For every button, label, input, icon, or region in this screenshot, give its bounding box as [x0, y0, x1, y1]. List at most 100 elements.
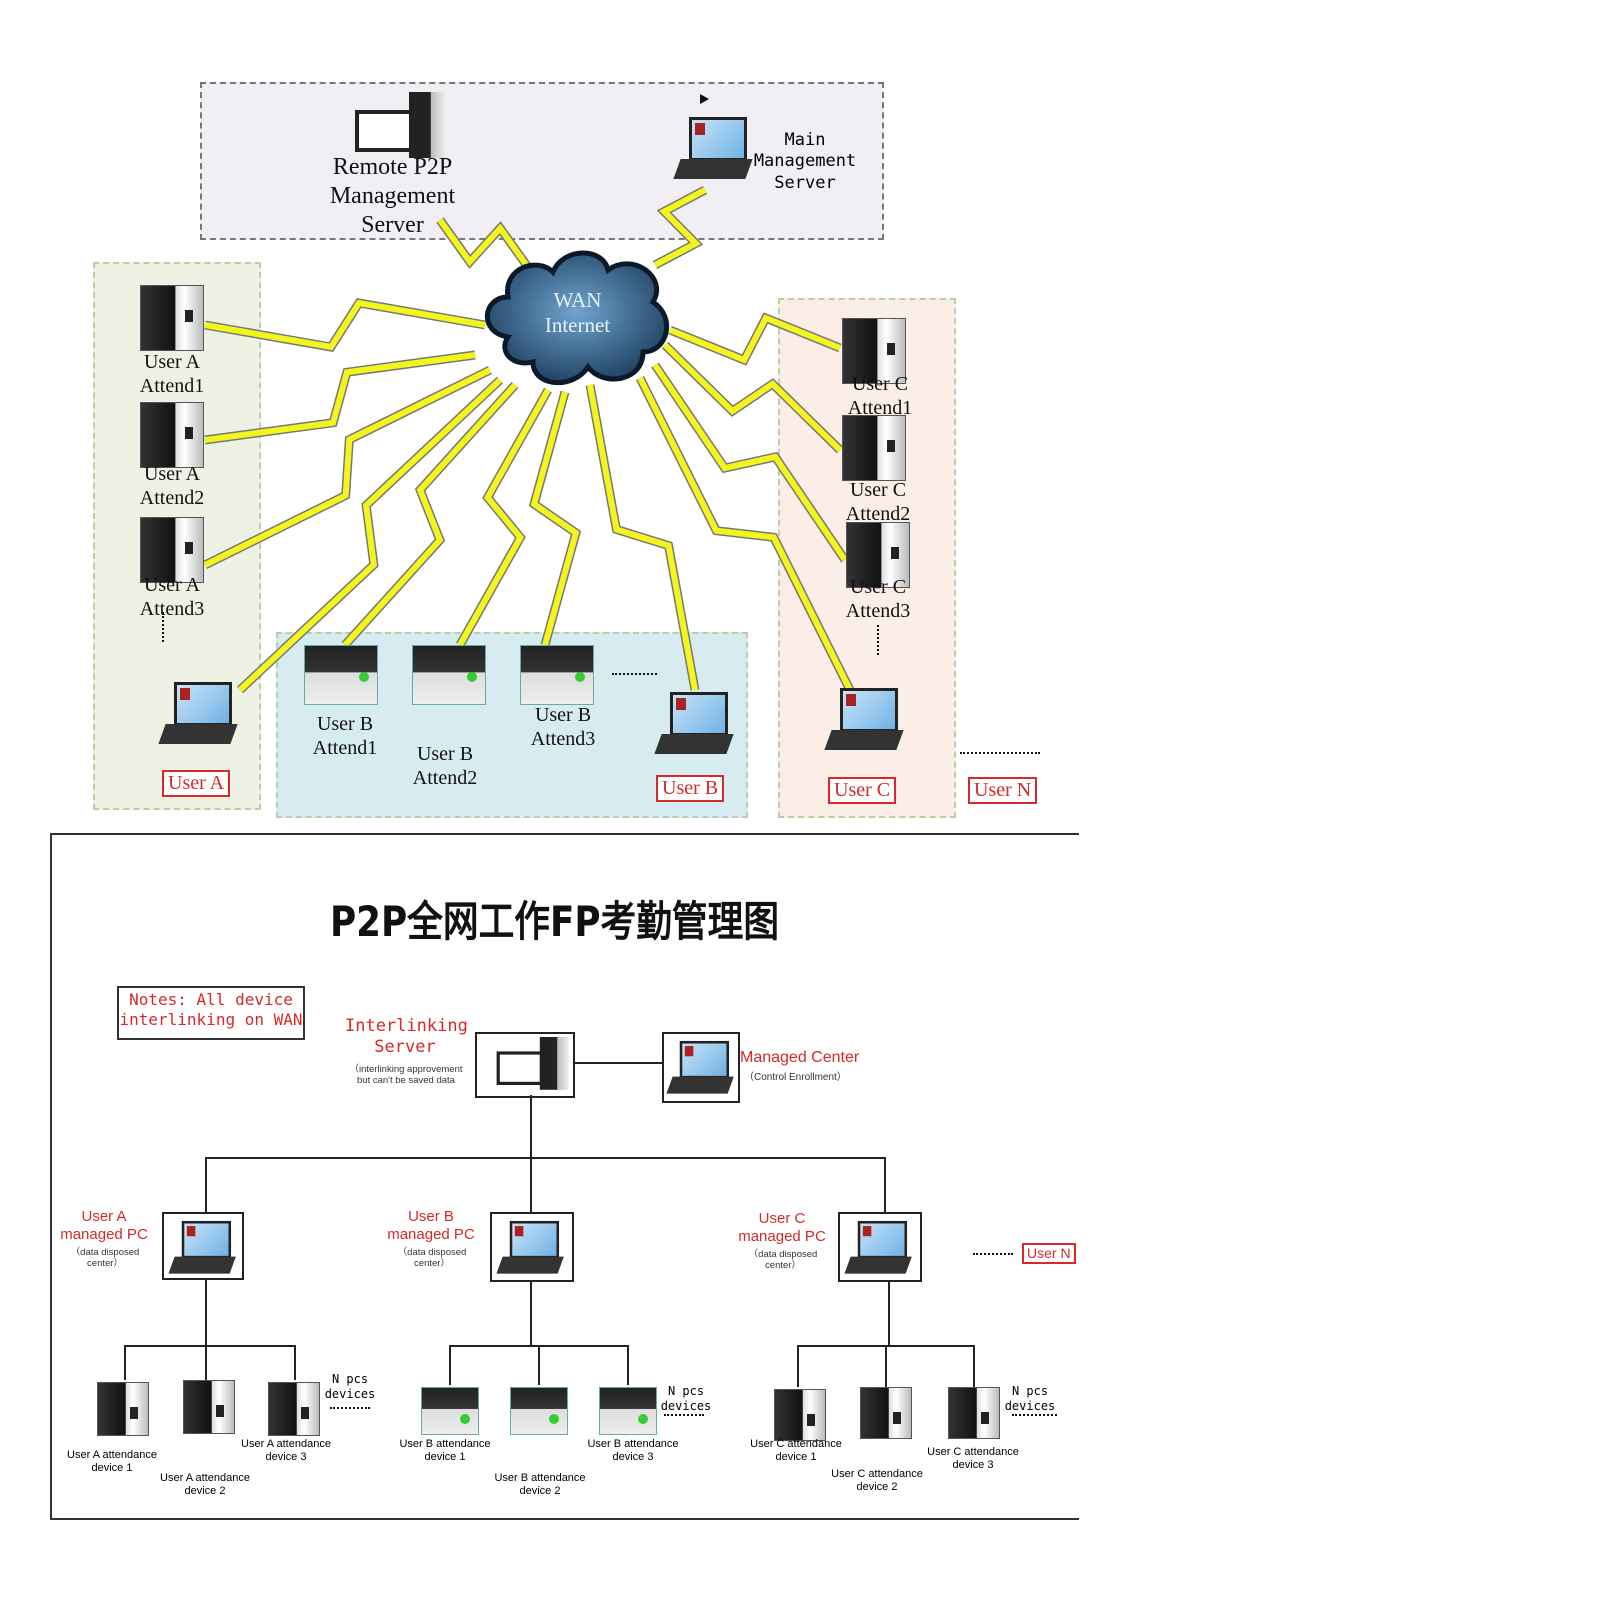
dotted-arrow-down [877, 625, 879, 655]
attendance-device-icon [860, 1387, 912, 1439]
managed-center-sub: （Control Enrollment） [744, 1072, 847, 1083]
connector [124, 1345, 126, 1380]
lightning-bolt [457, 388, 551, 647]
dotted-arrow-right [960, 752, 1040, 754]
dotted-arrow-right [1012, 1414, 1057, 1416]
attendance-device-icon [97, 1382, 149, 1436]
user-c-label: User C [828, 777, 897, 804]
device-label: User A attendance device 2 [160, 1472, 250, 1498]
lightning-bolt [653, 187, 707, 268]
device-label: User A Attend2 [139, 463, 205, 509]
server-pc-icon [355, 92, 451, 162]
cloud-label: WAN Internet [520, 288, 635, 338]
connector [449, 1345, 451, 1385]
device-label: User C attendance device 3 [927, 1446, 1019, 1472]
pc-a-title: User A managed PC [60, 1208, 148, 1243]
lightning-bolt [342, 382, 518, 648]
interlinking-server-sub: （interlinking approvement but can't be s… [349, 1064, 463, 1087]
device-label: User C Attend3 [845, 576, 911, 622]
main-server-label: Main Management Server [753, 130, 857, 193]
connector [884, 1157, 886, 1212]
keypad-device-icon [304, 645, 378, 705]
connector [205, 1345, 207, 1380]
device-label: User A attendance device 3 [241, 1438, 331, 1464]
pc-a-box [162, 1212, 244, 1280]
attendance-device-icon [183, 1380, 235, 1434]
connector [973, 1345, 975, 1387]
connector [205, 1278, 207, 1345]
user-n-box: User N [1022, 1243, 1076, 1264]
laptop-icon [666, 1039, 734, 1099]
device-label: User A Attend3 [139, 574, 205, 620]
attendance-device-icon [268, 1382, 320, 1436]
diagram-title: P2P全网工作FP考勤管理图 [330, 897, 780, 946]
user-a-laptop-icon [158, 680, 238, 750]
lightning-bolt [203, 367, 492, 568]
attendance-device-icon [774, 1389, 826, 1441]
lightning-bolt [668, 314, 842, 364]
attendance-device-icon [140, 285, 204, 351]
lightning-bolt [530, 391, 580, 646]
connector [124, 1345, 296, 1347]
interlinking-server-box [475, 1032, 575, 1098]
pc-c-box [838, 1212, 922, 1282]
lightning-bolt [237, 377, 503, 693]
device-label: User B attendance device 1 [399, 1438, 491, 1464]
user-b-laptop-icon [654, 690, 734, 760]
connector [294, 1345, 296, 1380]
dotted-arrow-right [612, 673, 657, 675]
laptop-icon [496, 1219, 564, 1279]
connector [205, 1157, 207, 1212]
bottom-frame [50, 833, 1079, 1520]
keypad-device-icon [599, 1387, 657, 1435]
device-label: User C attendance device 1 [750, 1438, 842, 1464]
pc-c-title: User C managed PC [738, 1210, 826, 1245]
notes-box: Notes: All device interlinking on WAN [117, 986, 305, 1040]
lightning-bolt [662, 342, 843, 453]
keypad-device-icon [510, 1387, 568, 1435]
server-zone [200, 82, 884, 240]
pc-a-sub: （data disposed center） [70, 1247, 140, 1270]
lightning-bolt [204, 352, 476, 443]
attendance-device-icon [140, 402, 204, 468]
lightning-bolt [437, 218, 533, 272]
connector [530, 1095, 532, 1212]
dotted-arrow-right [664, 1414, 704, 1416]
lightning-bolt [587, 384, 698, 691]
connector [205, 1157, 886, 1159]
managed-center-title: Managed Center [740, 1049, 860, 1066]
interlinking-server-title: Interlinking Server [345, 1016, 468, 1058]
laptop-icon [844, 1219, 912, 1279]
lightning-bolt [637, 376, 853, 692]
n-pcs-label: N pcs devices [1004, 1384, 1056, 1413]
pc-b-sub: （data disposed center） [397, 1247, 467, 1270]
device-label: User B attendance device 2 [494, 1472, 586, 1498]
managed-center-box [662, 1032, 740, 1103]
pc-b-box [490, 1212, 574, 1282]
keypad-device-icon [412, 645, 486, 705]
device-label: User A Attend1 [139, 351, 205, 397]
user-b-label: User B [656, 775, 725, 802]
lightning-links [203, 186, 855, 694]
user-n-label: User N [968, 777, 1038, 804]
lightning-bolt [652, 363, 848, 562]
device-label: User C Attend1 [847, 373, 913, 419]
pc-b-title: User B managed PC [387, 1208, 475, 1243]
user-a-label: User A [162, 770, 231, 797]
device-label: User C attendance device 2 [831, 1468, 923, 1494]
attendance-device-icon [140, 517, 204, 583]
arrow-icon [700, 94, 709, 104]
lightning-bolt [204, 299, 486, 351]
remote-server-label: Remote P2P Management Server [329, 154, 456, 238]
connector [627, 1345, 629, 1385]
device-label: User B Attend1 [312, 713, 378, 759]
n-pcs-label: N pcs devices [660, 1384, 712, 1413]
connector [573, 1062, 663, 1064]
dotted-arrow-down [162, 612, 164, 642]
connector [797, 1345, 799, 1387]
connector [888, 1280, 890, 1345]
device-label: User B attendance device 3 [587, 1438, 679, 1464]
device-label: User C Attend2 [845, 479, 911, 525]
keypad-device-icon [520, 645, 594, 705]
cloud-line1: WAN [553, 288, 602, 312]
